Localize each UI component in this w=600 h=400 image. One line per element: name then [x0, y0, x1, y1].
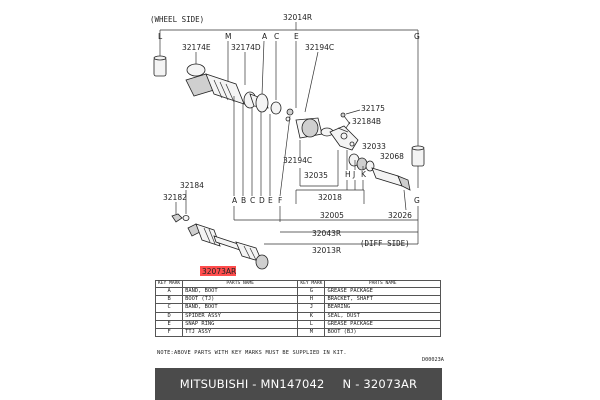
diagram-code: D00023A — [422, 357, 444, 363]
label-32068: 32068 — [380, 152, 404, 161]
parts-name-cell: BAND, BOOT — [182, 303, 299, 313]
key-mark-cell: J — [297, 303, 326, 313]
parts-name-cell: SNAP RING — [182, 319, 299, 330]
diff-side-label: (DIFF SIDE) — [360, 239, 410, 248]
key-letter-H: H — [345, 170, 351, 179]
mid-leaders — [346, 150, 364, 190]
bearing-and-seal — [348, 153, 375, 172]
drive-shaft-assembly — [187, 223, 269, 270]
label-32018: 32018 — [318, 193, 342, 202]
table-row: A BAND, BOOT G GREASE PACKAGE — [154, 286, 441, 297]
highlighted-part-label: 32073AR — [200, 266, 236, 276]
parts-name-cell: SPIDER ASSY — [182, 311, 299, 321]
label-32175: 32175 — [361, 104, 385, 113]
label-32043R: 32043R — [312, 229, 341, 238]
parts-name-cell: GREASE PACKAGE — [324, 319, 441, 330]
bottom-leaders — [233, 96, 291, 222]
label-32033: 32033 — [362, 142, 386, 151]
parts-name-cell: BOOT (TJ) — [182, 295, 299, 305]
key-letter-A-bottom: A — [232, 196, 238, 205]
key-mark-cell: D — [154, 311, 184, 321]
parts-name-cell: BRACKET, SHAFT — [324, 295, 441, 305]
table-row: E SNAP RING L GREASE PACKAGE — [154, 319, 441, 330]
caption-bar: MITSUBISHI - MN147042 N - 32073AR — [155, 368, 442, 400]
tj-housing — [295, 117, 334, 139]
caption-suffix: N - 32073AR — [342, 377, 418, 391]
key-mark-cell: F — [154, 328, 184, 338]
table-row: C BAND, BOOT J BEARING — [154, 303, 441, 313]
label-32184: 32184 — [180, 181, 204, 190]
key-letter-M-top: M — [225, 32, 231, 41]
key-letter-C-bottom: C — [250, 196, 255, 205]
key-mark-cell: M — [297, 328, 326, 338]
header-parts-name-1: PARTS NAME — [182, 280, 299, 288]
key-mark-cell: G — [297, 286, 326, 297]
key-letter-G-bottom: G — [414, 196, 420, 205]
grease-package-G — [411, 145, 425, 167]
parts-name-cell: SEAL, DUST — [324, 311, 441, 321]
label-32174D: 32174D — [231, 43, 261, 52]
label-32013R: 32013R — [312, 246, 341, 255]
bracket-bolts — [337, 112, 351, 133]
grease-package-L — [153, 50, 167, 77]
inner-shaft — [371, 167, 411, 191]
key-letter-E-bottom: E — [268, 196, 273, 205]
key-letter-F-bottom: F — [278, 196, 282, 205]
header-key-mark-2: KEY MARK — [297, 280, 326, 288]
caption-dash: - — [252, 377, 257, 391]
parts-table: KEY MARK PARTS NAME KEY MARK PARTS NAME … — [154, 280, 441, 338]
parts-name-cell: BAND, BOOT — [182, 286, 299, 297]
top-leaders — [195, 40, 319, 113]
boot-band-ring — [186, 63, 206, 77]
label-32073AR: 32073AR — [202, 267, 236, 276]
key-mark-cell: C — [154, 303, 184, 313]
caption-brand: MITSUBISHI — [179, 377, 249, 391]
label-32182: 32182 — [163, 193, 187, 202]
header-parts-name-2: PARTS NAME — [324, 280, 441, 288]
key-letter-C-top: C — [274, 32, 279, 41]
key-letter-A-top: A — [262, 32, 268, 41]
parts-name-cell: TTJ ASSY — [182, 328, 299, 338]
table-row: B BOOT (TJ) H BRACKET, SHAFT — [154, 295, 441, 305]
header-key-mark-1: KEY MARK — [154, 280, 184, 288]
parts-name-cell: GREASE PACKAGE — [324, 286, 441, 297]
key-mark-cell: K — [297, 311, 326, 321]
outer-joint-assembly — [185, 73, 294, 122]
label-32026: 32026 — [388, 211, 412, 220]
key-mark-cell: A — [154, 286, 184, 297]
label-32194C-mid: 32194C — [283, 156, 312, 165]
key-mark-cell: B — [154, 295, 184, 305]
parts-name-cell: BEARING — [324, 303, 441, 313]
kit-note: NOTE:ABOVE PARTS WITH KEY MARKS MUST BE … — [157, 350, 347, 356]
label-32184B: 32184B — [352, 117, 381, 126]
parts-table-header: KEY MARK PARTS NAME KEY MARK PARTS NAME — [154, 280, 441, 288]
label-32174E: 32174E — [182, 43, 211, 52]
table-row: F TTJ ASSY M BOOT (BJ) — [154, 328, 441, 338]
label-32014R: 32014R — [283, 13, 312, 22]
highlight-box — [200, 266, 236, 276]
key-mark-cell: L — [297, 319, 326, 330]
shaft-bracket — [329, 125, 359, 151]
key-letter-D-bottom: D — [259, 196, 265, 205]
label-32005: 32005 — [320, 211, 344, 220]
key-letter-G-top: G — [414, 32, 420, 41]
nut-and-washer — [171, 190, 190, 223]
key-letter-E-top: E — [294, 32, 299, 41]
wheel-side-label: (WHEEL SIDE) — [150, 15, 204, 24]
key-letter-B-bottom: B — [241, 196, 246, 205]
key-letter-L-top: L — [158, 32, 163, 41]
table-row: D SPIDER ASSY K SEAL, DUST — [154, 311, 441, 321]
label-32194C-top: 32194C — [305, 43, 334, 52]
key-letter-K: K — [361, 170, 367, 179]
key-mark-cell: H — [297, 295, 326, 305]
label-32035: 32035 — [304, 171, 328, 180]
caption-part-number: MN147042 — [260, 377, 325, 391]
key-mark-cell: E — [154, 319, 184, 330]
parts-name-cell: BOOT (BJ) — [324, 328, 441, 338]
key-letter-J: J — [352, 170, 355, 179]
